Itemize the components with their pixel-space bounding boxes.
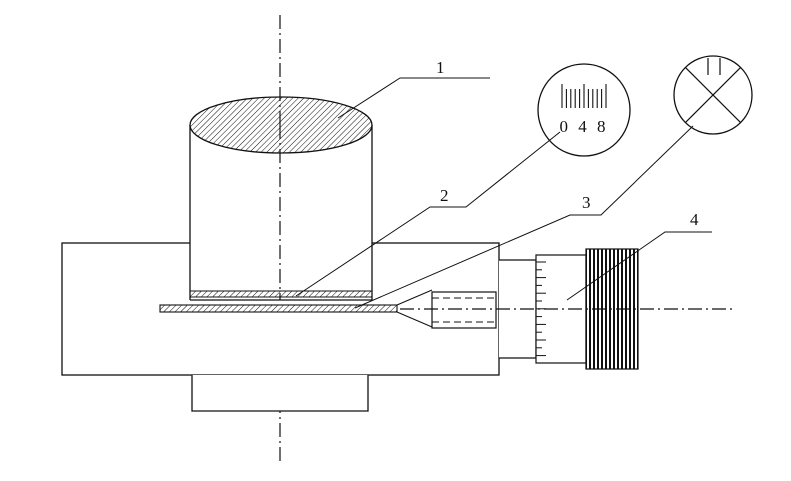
- leader-line-2: [295, 131, 561, 297]
- inset-scale-numbers: 0 4 8: [560, 117, 609, 136]
- leader-line-4: [566, 231, 712, 301]
- slide-bar: [159, 304, 398, 313]
- slide-tip: [396, 289, 433, 328]
- spindle-sleeve: [431, 291, 497, 329]
- leader-line-1: [337, 77, 490, 119]
- inset-scale-circle: [537, 63, 631, 157]
- cylinder-body: [190, 125, 372, 300]
- label-part-2: 2: [440, 186, 449, 205]
- inset-scale-lines: [561, 84, 607, 108]
- label-part-1: 1: [436, 58, 445, 77]
- label-part-3: 3: [582, 193, 591, 212]
- label-part-4: 4: [690, 210, 699, 229]
- leader-line-3: [354, 125, 694, 309]
- lower-foot: [191, 375, 369, 412]
- cylinder-top-ellipse: [189, 96, 373, 154]
- reticle-plate: [189, 290, 373, 298]
